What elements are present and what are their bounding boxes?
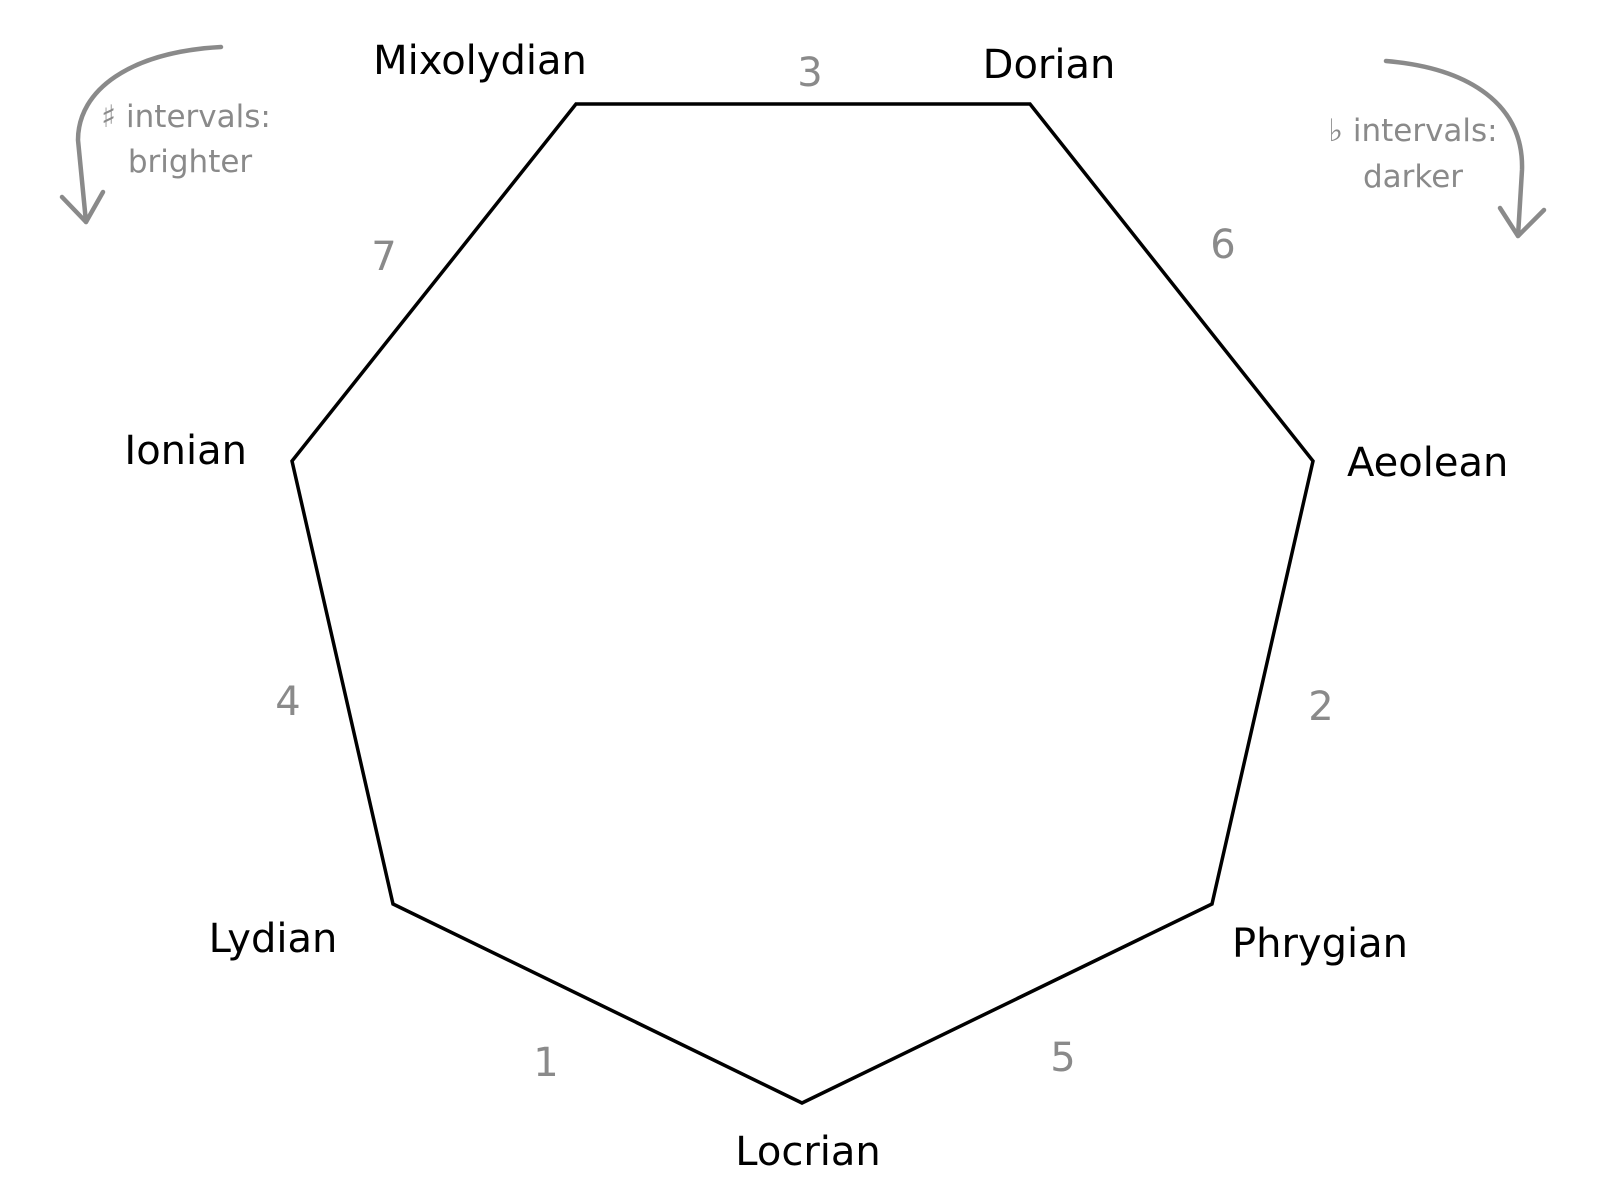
interval-label-5: 5 (1050, 1035, 1075, 1081)
darker-note: darker (1363, 159, 1463, 195)
interval-label-3: 3 (797, 50, 822, 96)
interval-label-1: 1 (533, 1040, 558, 1086)
brighter-arrow-icon (59, 44, 224, 225)
mode-label-locrian: Locrian (735, 1129, 880, 1175)
mode-label-phrygian: Phrygian (1232, 921, 1408, 967)
mode-label-dorian: Dorian (983, 42, 1116, 88)
interval-label-2: 2 (1308, 684, 1333, 730)
sharp-intervals-note: ♯ intervals: (101, 99, 271, 135)
heptagon-outline (290, 102, 1315, 1105)
interval-label-7: 7 (371, 234, 396, 280)
brighter-note: brighter (128, 144, 253, 180)
mode-label-mixolydian: Mixolydian (373, 38, 587, 84)
darker-arrow-icon (1383, 58, 1547, 239)
interval-label-4: 4 (275, 679, 300, 725)
flat-intervals-note: ♭ intervals: (1328, 113, 1497, 149)
mode-label-aeolean: Aeolean (1347, 440, 1508, 486)
mode-label-ionian: Ionian (124, 428, 247, 474)
interval-label-6: 6 (1210, 222, 1235, 268)
mode-label-lydian: Lydian (209, 916, 338, 962)
